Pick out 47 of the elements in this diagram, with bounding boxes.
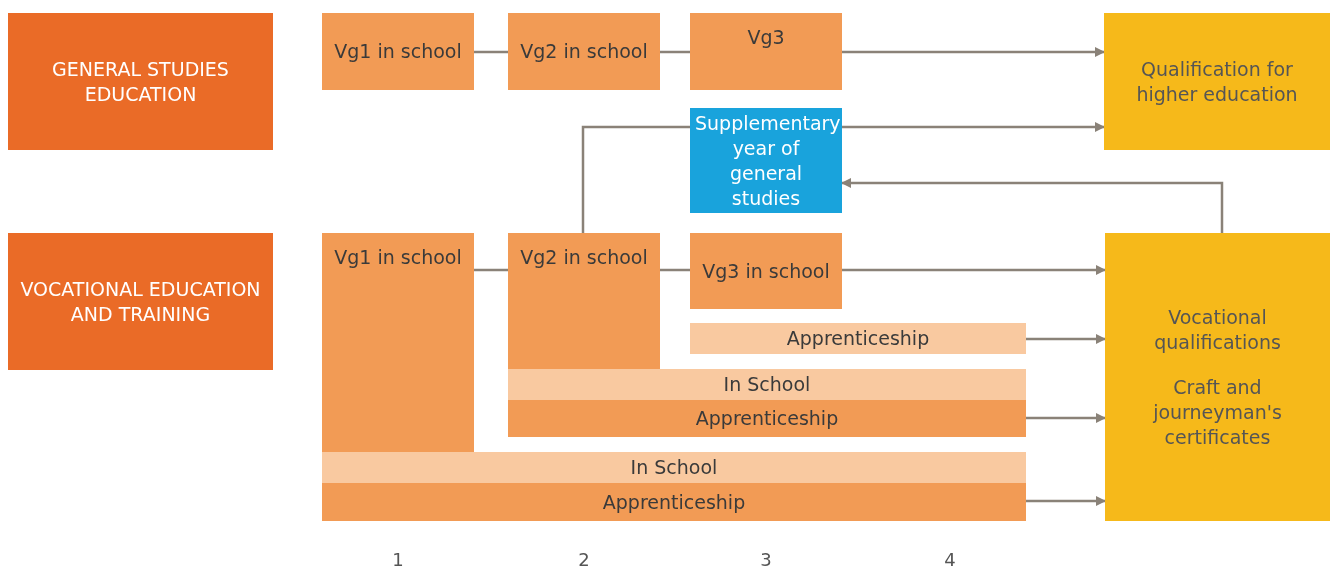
node-label: Apprenticeship [695,406,839,431]
year-number: 2 [577,549,591,568]
node-label: In School [723,372,811,397]
node-label: Vg2 in school [520,245,648,270]
stage-box [508,13,660,90]
node-label: In School [630,455,718,480]
node-label: Vocational qualifications [1153,304,1282,355]
stage-box [690,233,842,309]
connector-line [474,50,508,54]
outcome-box [1104,13,1330,150]
year-number: 4 [943,549,957,568]
stage-box [322,13,474,90]
year-number: 1 [391,549,405,568]
node-label: GENERAL STUDIES EDUCATION [51,56,230,107]
node-label: Vg1 in school [334,39,462,64]
year-number: 3 [759,549,773,568]
stage-bar [322,483,1026,521]
stage-box [322,233,474,452]
node-label: Vg2 in school [520,39,648,64]
connector-line [474,268,508,272]
stage-bar [690,323,1026,354]
arrow [842,122,1105,132]
stage-box [508,233,660,369]
arrow [842,265,1106,275]
arrow [1026,413,1106,423]
connector-line [660,268,690,272]
connector-line [660,50,690,54]
node-label: VOCATIONAL EDUCATION AND TRAINING [19,276,262,327]
arrow [1026,496,1106,506]
stage-bar [508,369,1026,400]
node-label: Apprenticeship [786,326,930,351]
arrow [1026,334,1106,344]
stage-bar [322,452,1026,483]
arrow [842,47,1105,57]
node-label: Vg1 in school [334,245,462,270]
stage-box [690,13,842,90]
category-box [8,13,273,150]
node-label: Vg3 in school [702,258,830,284]
stage-bar [508,400,1026,437]
category-box [8,233,273,370]
node-label: Qualification for higher education [1135,56,1299,107]
node-label: Vg3 [747,25,785,50]
connector-line [581,125,690,233]
arrow [841,178,1224,233]
outcome-box [1105,233,1330,521]
node-label: Apprenticeship [602,489,746,515]
node-label: Craft and journeyman's certificates [1152,374,1283,450]
